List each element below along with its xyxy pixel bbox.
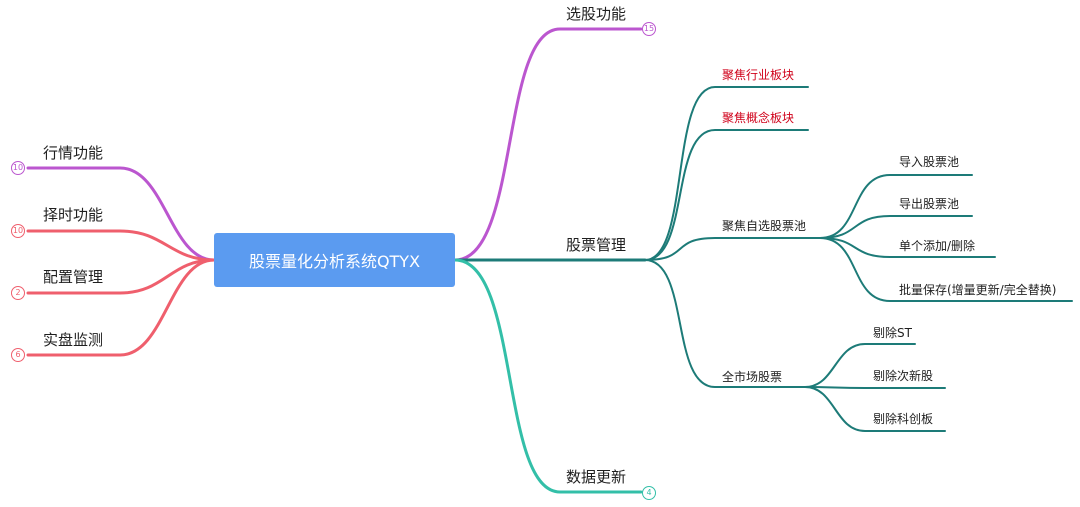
node-piliang-baocun[interactable]: 批量保存(增量更新/完全替换) <box>899 283 1057 297</box>
node-xuangu[interactable]: 选股功能 <box>566 5 627 23</box>
root-node[interactable]: 股票量化分析系统QTYX <box>214 233 455 287</box>
badge-gengxin[interactable]: 4 <box>642 486 656 500</box>
node-peizhi[interactable]: 配置管理 <box>43 268 104 286</box>
node-zixuan-gupiaochi[interactable]: 聚焦自选股票池 <box>722 219 807 233</box>
root-label: 股票量化分析系统QTYX <box>248 252 421 271</box>
node-hangqing[interactable]: 行情功能 <box>43 144 104 162</box>
edge-baocun <box>819 237 1073 302</box>
badge-shipan[interactable]: 6 <box>11 348 25 362</box>
edge-cixin <box>804 386 946 389</box>
node-daochu[interactable]: 导出股票池 <box>899 197 960 211</box>
edge-shipan <box>26 258 216 357</box>
node-quanshichang[interactable]: 全市场股票 <box>722 370 783 384</box>
edge-hangqing <box>26 166 216 262</box>
edge-daochu <box>819 215 973 239</box>
node-tichu-kechuang[interactable]: 剔除科创板 <box>873 412 934 426</box>
node-guanli[interactable]: 股票管理 <box>566 236 627 254</box>
node-daoru[interactable]: 导入股票池 <box>899 155 960 169</box>
badge-zeshi[interactable]: 10 <box>11 224 25 238</box>
edge-zixuan <box>644 237 821 261</box>
edge-zeshi <box>26 229 216 262</box>
badge-peizhi[interactable]: 2 <box>11 286 25 300</box>
node-tichu-st[interactable]: 剔除ST <box>873 326 912 340</box>
node-gainian-bankuai[interactable]: 聚焦概念板块 <box>722 111 795 125</box>
edge-hangye <box>644 86 809 261</box>
node-tianjia-shanchu[interactable]: 单个添加/删除 <box>899 239 976 253</box>
edge-st <box>804 343 916 388</box>
edge-kechuang <box>804 386 946 432</box>
edge-gainian <box>644 129 809 261</box>
edge-daoru <box>819 174 973 239</box>
badge-xuangu[interactable]: 15 <box>642 22 656 36</box>
edge-tianjia <box>819 237 996 258</box>
edge-quanshichang <box>644 259 806 388</box>
node-zeshi[interactable]: 择时功能 <box>43 206 104 224</box>
edge-gengxin <box>453 258 643 494</box>
edge-xuangu <box>453 27 643 262</box>
node-tichu-cixin[interactable]: 剔除次新股 <box>873 369 934 383</box>
node-gengxin[interactable]: 数据更新 <box>566 468 627 486</box>
node-hangye-bankuai[interactable]: 聚焦行业板块 <box>722 68 795 82</box>
node-shipan[interactable]: 实盘监测 <box>43 331 104 349</box>
badge-hangqing[interactable]: 10 <box>11 161 25 175</box>
edge-peizhi <box>26 258 216 295</box>
